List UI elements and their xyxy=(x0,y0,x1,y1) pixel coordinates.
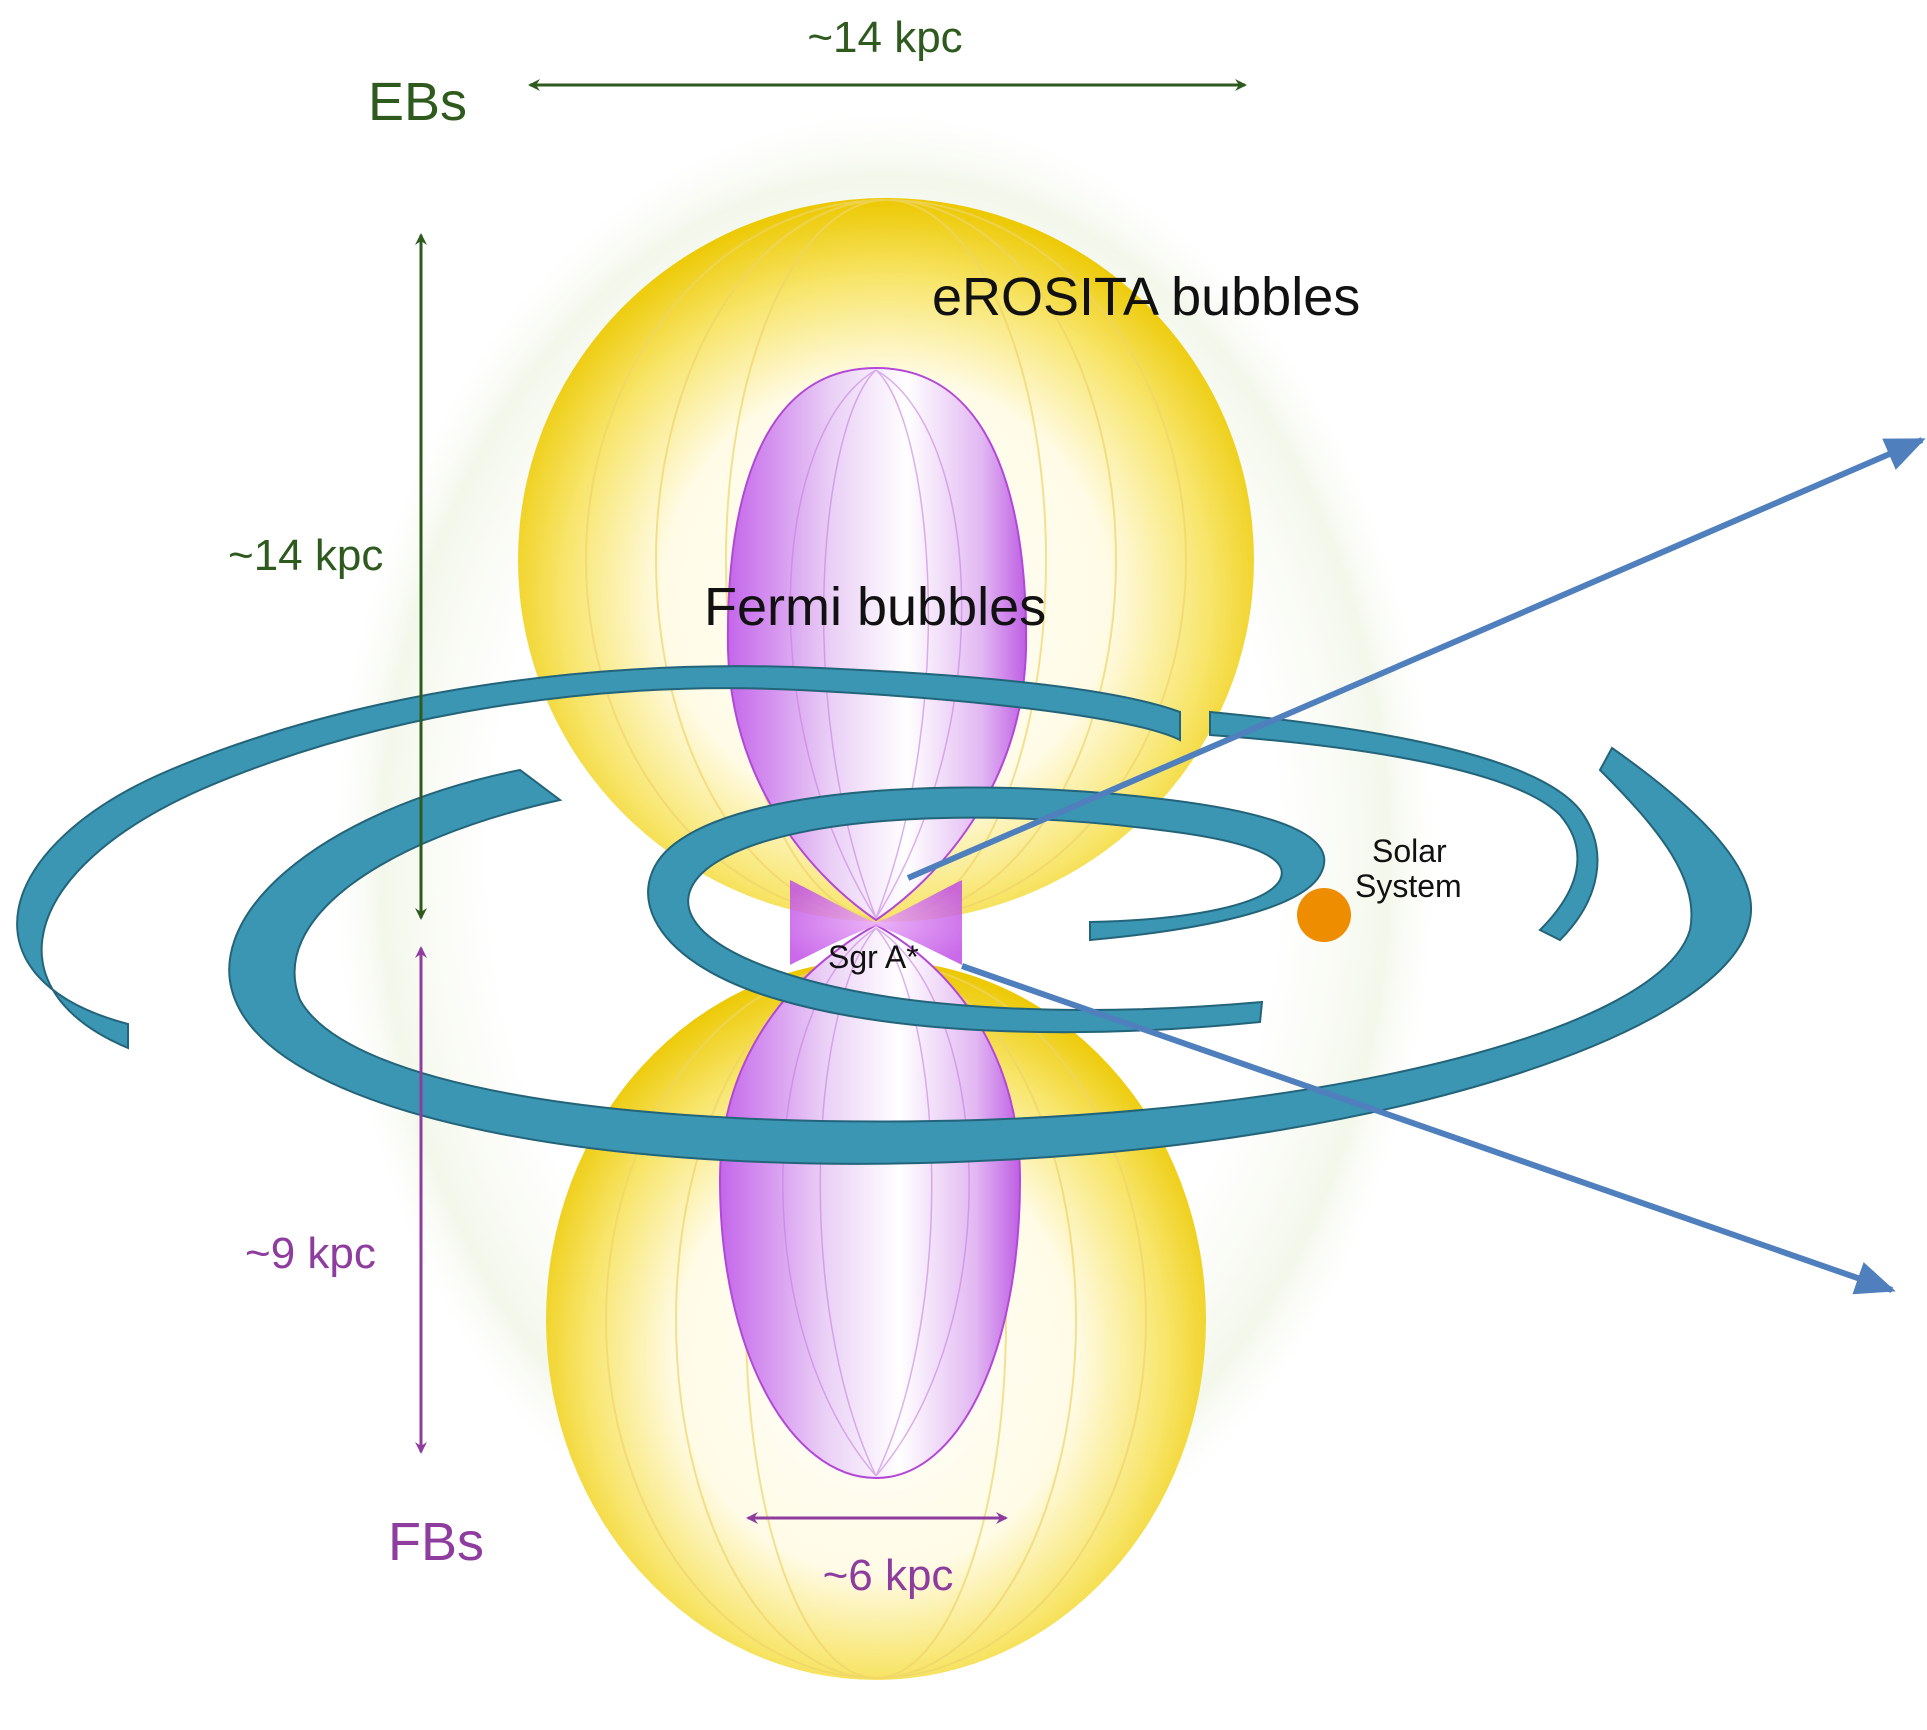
fb-width-label: ~6 kpc xyxy=(823,1551,954,1600)
line-of-sight-arrow-lower xyxy=(961,963,1896,1295)
spiral-arm-middle xyxy=(228,746,1753,1165)
eb-width-label: ~14 kpc xyxy=(807,13,962,62)
solar-system-label-line2: System xyxy=(1355,868,1462,904)
central-core xyxy=(790,880,962,965)
eb-height-label: ~14 kpc xyxy=(228,531,383,580)
spiral-arm-outer xyxy=(16,665,1181,1050)
fb-height-label: ~9 kpc xyxy=(245,1229,376,1278)
ebs-label: EBs xyxy=(368,72,467,132)
fermi-label: Fermi bubbles xyxy=(704,577,1046,637)
spiral-arm-back xyxy=(1209,710,1599,942)
sgr-a-star-label: Sgr A* xyxy=(828,939,919,975)
spiral-arm-inner xyxy=(647,786,1326,1034)
spiral-arms xyxy=(16,665,1753,1165)
line-of-sight-arrow-upper xyxy=(906,437,1926,881)
solar-system-label-line1: Solar xyxy=(1372,833,1447,869)
fbs-label: FBs xyxy=(388,1512,484,1572)
erosita-label: eROSITA bubbles xyxy=(932,267,1360,327)
solar-system-dot xyxy=(1297,888,1351,942)
